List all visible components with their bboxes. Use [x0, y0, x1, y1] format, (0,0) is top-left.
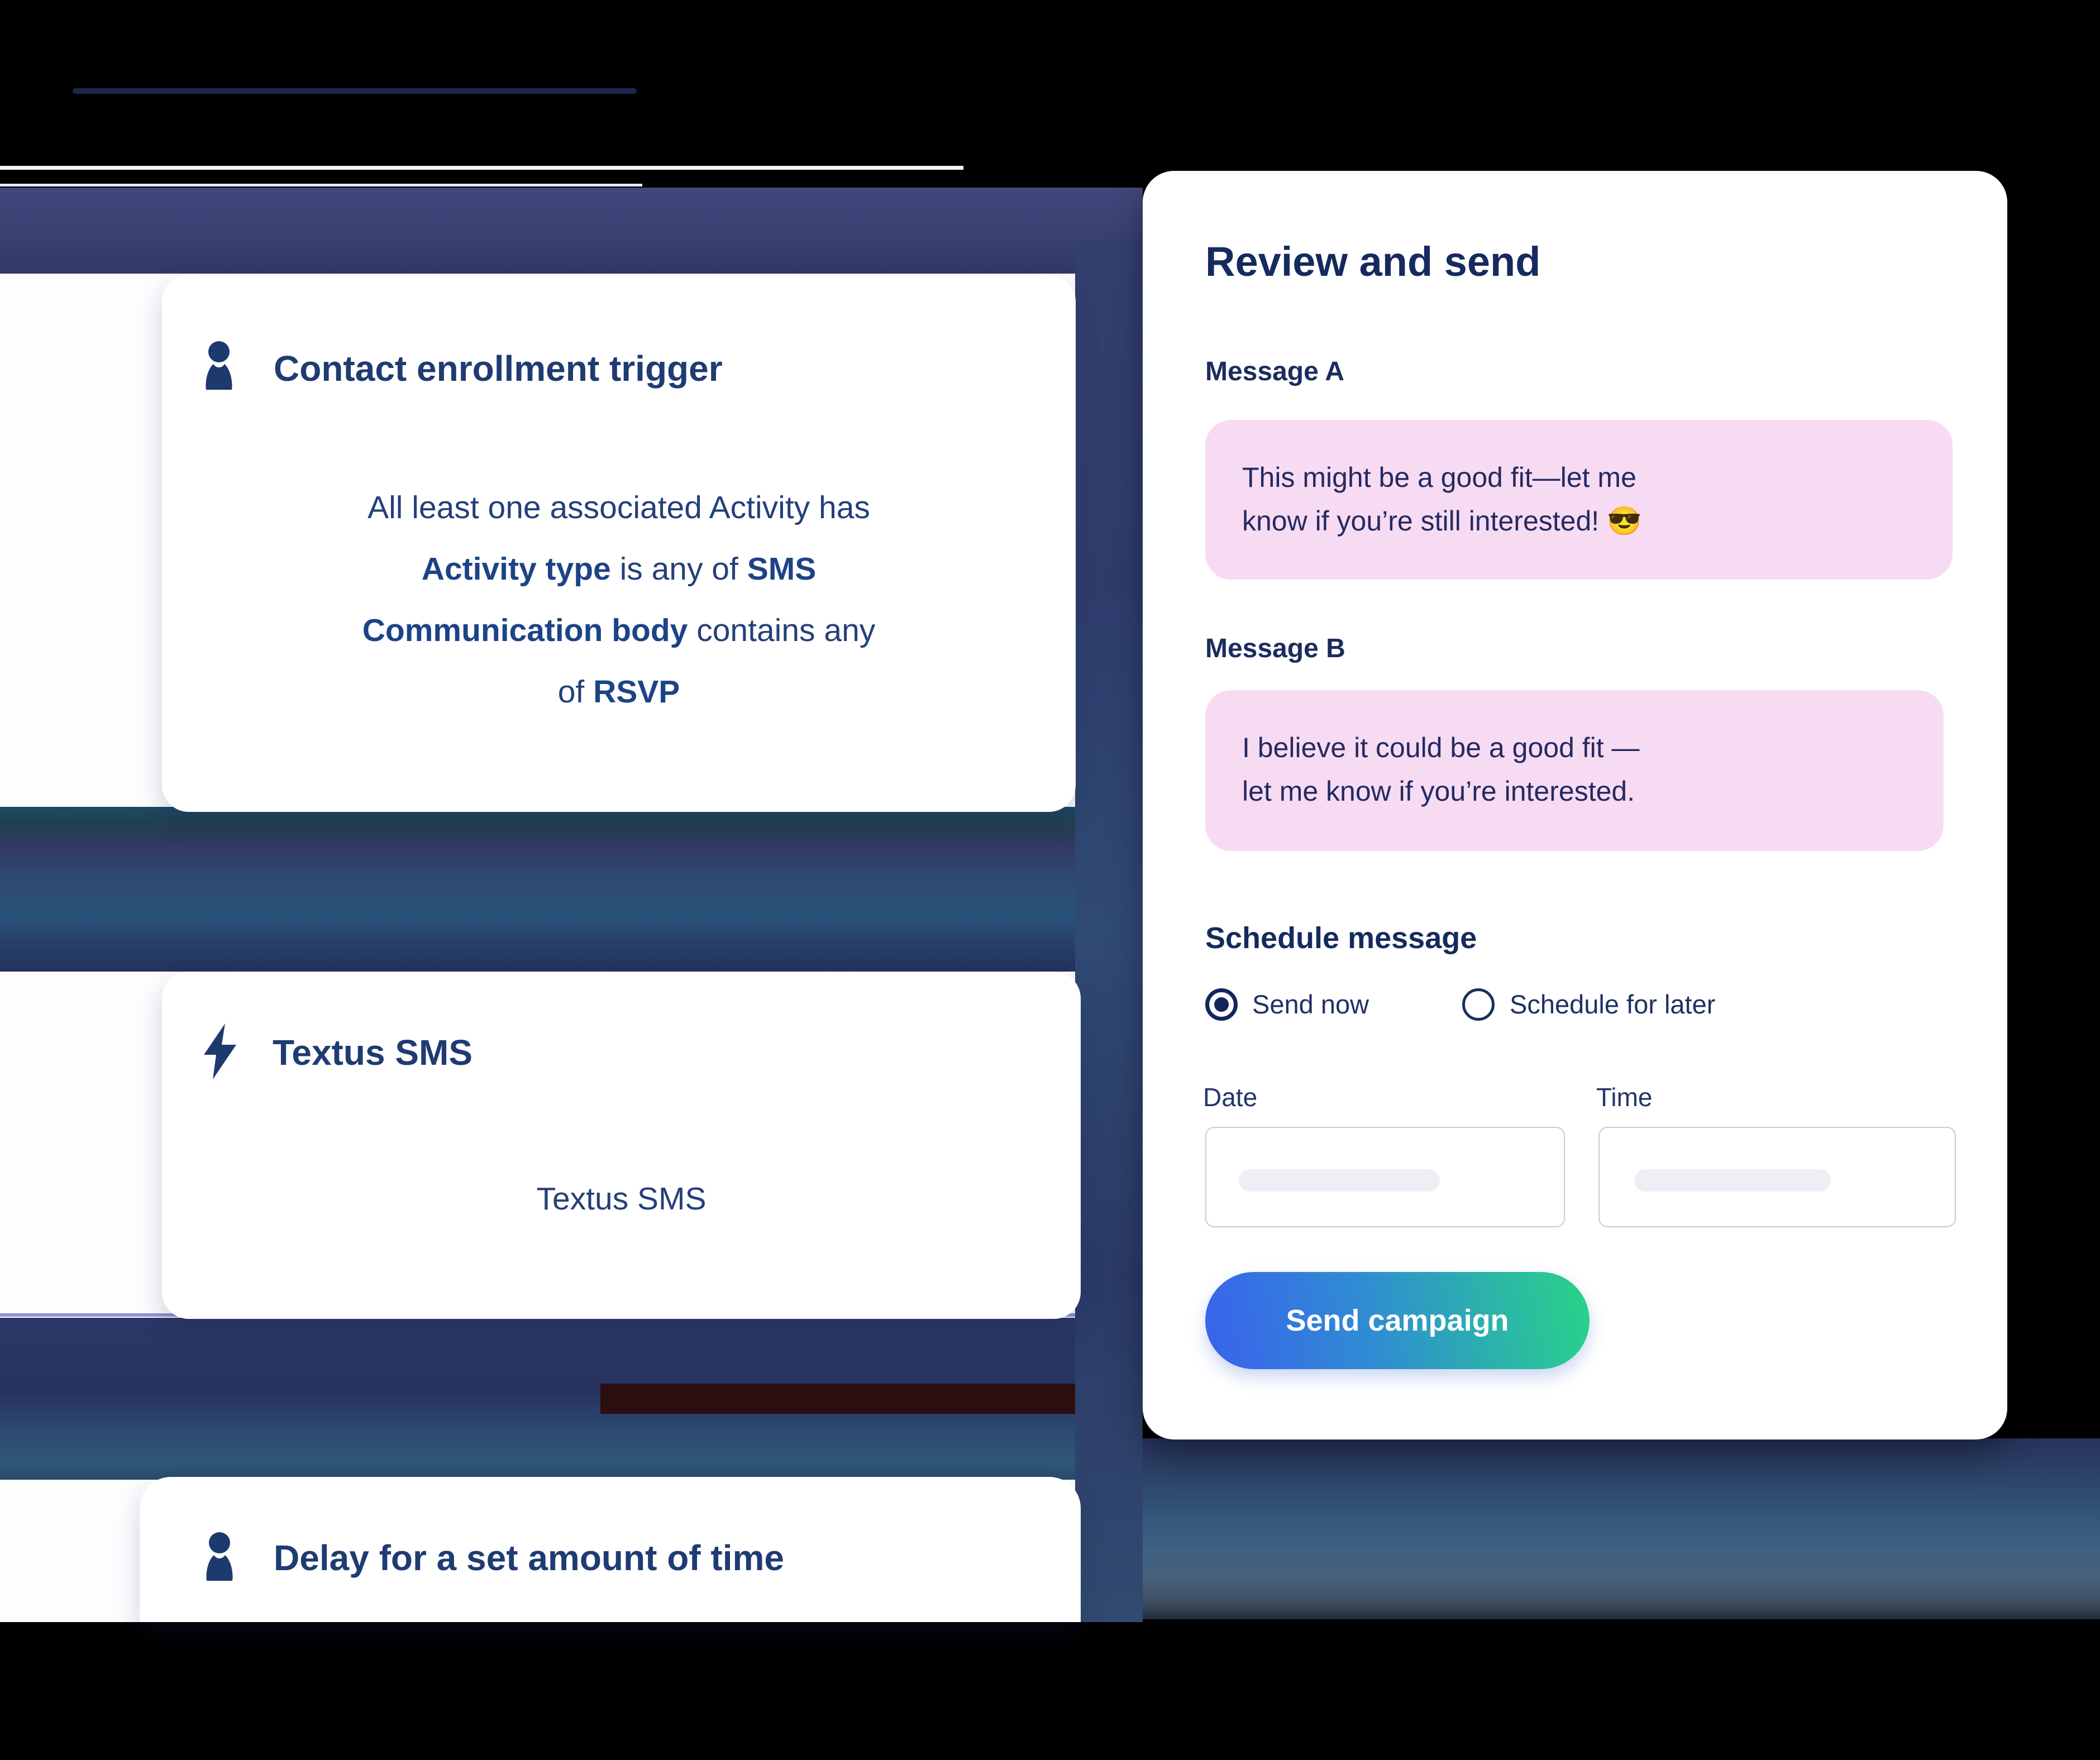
- message-a-bubble: This might be a good fit—let me know if …: [1205, 420, 1953, 580]
- card-title: Delay for a set amount of time: [274, 1538, 784, 1578]
- card-body-text: Textus SMS: [536, 1181, 707, 1217]
- review-and-send-panel: Review and send Message A This might be …: [1143, 171, 2007, 1439]
- rule-line: Communication body contains any: [362, 613, 876, 648]
- background-hairline: [0, 166, 963, 170]
- trigger-rule-text: All least one associated Activity has Ac…: [162, 477, 1076, 723]
- message-b-line: let me know if you’re interested.: [1242, 776, 1635, 807]
- message-a-line: This might be a good fit—let me: [1242, 462, 1636, 493]
- message-b-line: I believe it could be a good fit —: [1242, 732, 1640, 763]
- connector-band: [0, 807, 1143, 972]
- lightning-icon: [199, 1024, 241, 1079]
- workflow-connector-spine: [1075, 240, 1143, 1622]
- send-now-label[interactable]: Send now: [1252, 989, 1369, 1019]
- time-input[interactable]: [1598, 1127, 1956, 1227]
- message-b-bubble: I believe it could be a good fit — let m…: [1205, 690, 1944, 851]
- date-input[interactable]: [1205, 1127, 1565, 1227]
- workflow-card-delay[interactable]: Delay for a set amount of time: [140, 1477, 1081, 1622]
- time-placeholder-skeleton: [1634, 1169, 1831, 1192]
- rule-line: All least one associated Activity has: [367, 490, 870, 525]
- time-label: Time: [1596, 1083, 1653, 1112]
- message-a-label: Message A: [1205, 357, 1344, 386]
- workflow-card-textus-sms[interactable]: Textus SMS Textus SMS: [162, 972, 1081, 1319]
- person-icon: [198, 341, 240, 392]
- radio-dot: [1214, 997, 1229, 1012]
- top-navy-band: [0, 188, 1143, 274]
- message-a-line: know if you’re still interested! 😎: [1242, 505, 1642, 537]
- bottom-navy-bands: [1143, 1438, 2100, 1619]
- panel-title: Review and send: [1205, 238, 1541, 285]
- background-artifact-strip: [600, 1384, 1097, 1414]
- person-icon: [198, 1532, 241, 1583]
- card-title: Contact enrollment trigger: [274, 348, 723, 389]
- background-hairline: [0, 184, 642, 186]
- date-label: Date: [1203, 1083, 1258, 1112]
- send-now-radio[interactable]: [1205, 988, 1238, 1021]
- schedule-for-later-radio[interactable]: [1462, 988, 1495, 1021]
- background-streak: [73, 88, 637, 94]
- card-title: Textus SMS: [273, 1032, 472, 1073]
- rule-line: Activity type is any of SMS: [421, 551, 817, 587]
- schedule-message-heading: Schedule message: [1205, 921, 1477, 955]
- rule-line: of RSVP: [557, 674, 680, 710]
- send-campaign-button[interactable]: Send campaign: [1205, 1272, 1590, 1369]
- message-b-label: Message B: [1205, 634, 1345, 663]
- workflow-card-contact-enrollment-trigger[interactable]: Contact enrollment trigger All least one…: [162, 275, 1076, 812]
- date-placeholder-skeleton: [1239, 1169, 1440, 1192]
- schedule-for-later-label[interactable]: Schedule for later: [1510, 989, 1716, 1019]
